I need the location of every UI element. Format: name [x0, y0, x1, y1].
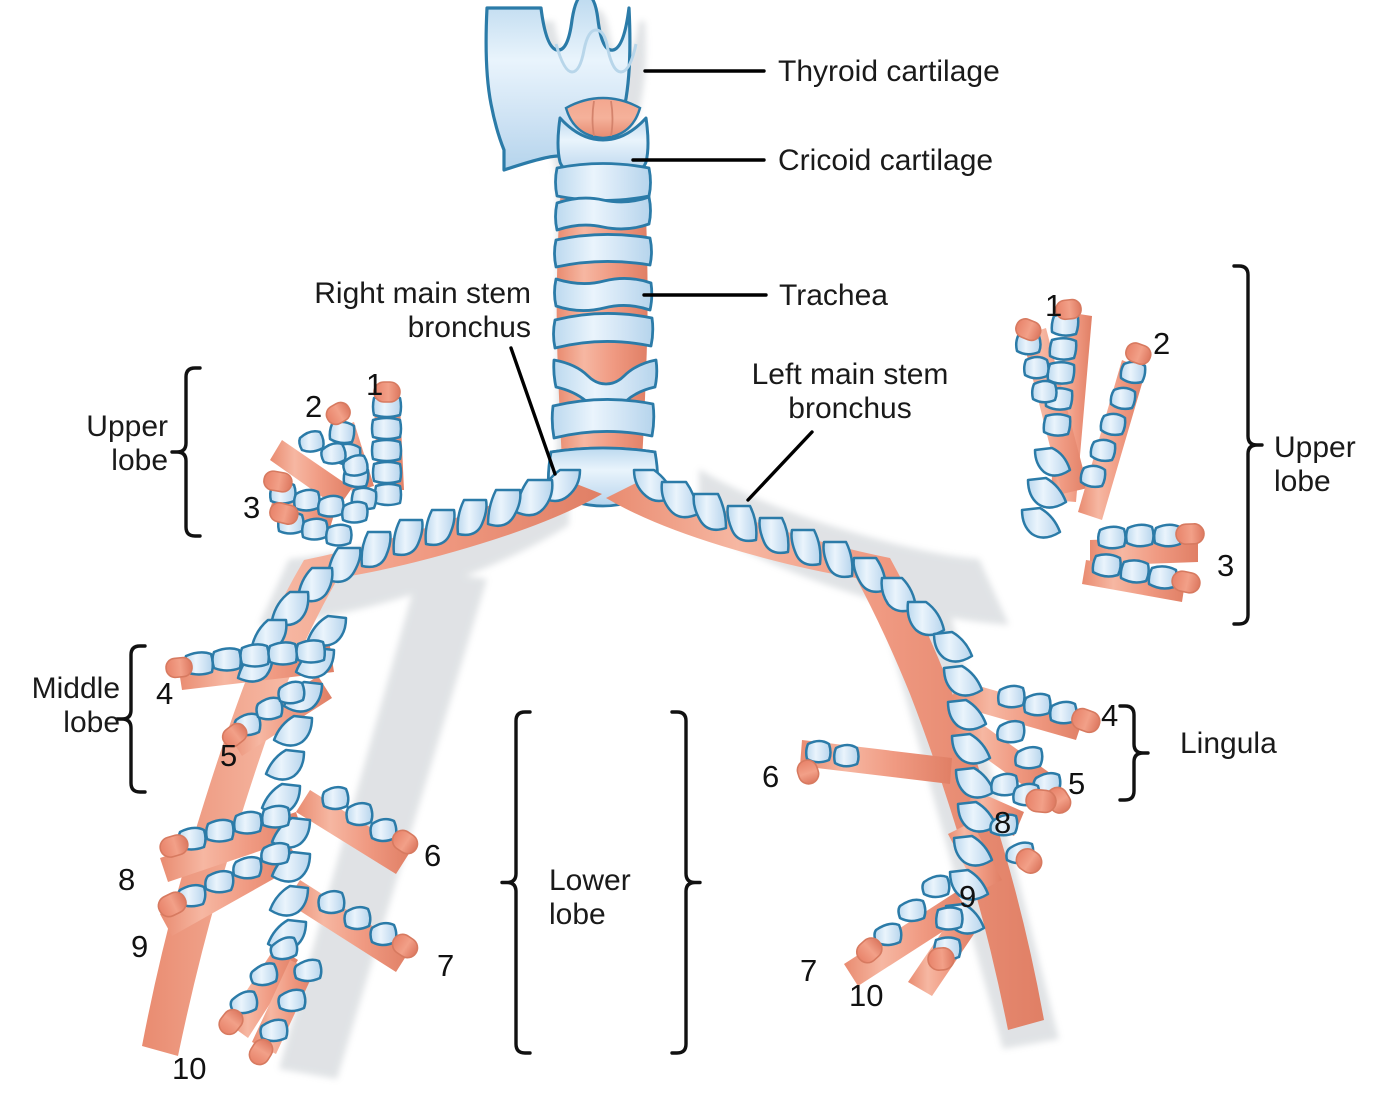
segment-number-right-lung-7: 7	[437, 948, 455, 983]
bracket-label-right-upper-lobe: Upper lobe	[86, 410, 168, 477]
right-bronchial-membrane	[142, 476, 602, 1056]
callout-leader-lines	[509, 69, 814, 502]
segment-number-left-lung-3: 3	[1217, 548, 1235, 583]
bracket-label-right-middle-lobe: Middle lobe	[31, 672, 120, 739]
callout-label-right-main-stem-bronchus: Right main stem bronchus	[314, 277, 531, 344]
segment-number-right-lung-2: 2	[305, 389, 323, 424]
callout-label-trachea: Trachea	[779, 279, 888, 312]
segment-number-right-lung-10: 10	[172, 1051, 207, 1086]
laryngeal-membrane	[564, 96, 642, 140]
cricoid-cartilage-shape	[556, 116, 650, 178]
bracket-right-upper-lobe	[170, 366, 202, 538]
segment-number-right-lung-5: 5	[220, 738, 238, 773]
bracket-right-middle-lobe	[115, 644, 147, 794]
segment-number-left-lung-1: 1	[1045, 288, 1063, 323]
segment-number-right-lung-9: 9	[131, 929, 149, 964]
segment-tips	[157, 298, 1205, 1066]
segment-number-left-lung-10: 10	[849, 978, 884, 1013]
segment-number-right-lung-3: 3	[243, 490, 261, 525]
segment-number-left-lung-6: 6	[762, 759, 780, 794]
leader-line-right-main-stem-bronchus	[509, 346, 557, 476]
lobe-brackets	[115, 264, 1264, 1055]
bracket-label-left-lower-lobe: Lower lobe	[549, 864, 631, 931]
bracket-left-lower-lobe	[670, 710, 702, 1055]
bracket-label-lingula: Lingula	[1180, 727, 1277, 760]
segment-number-left-lung-9: 9	[959, 879, 977, 914]
segment-number-right-lung-4: 4	[156, 676, 174, 711]
segment-number-left-lung-4: 4	[1101, 698, 1119, 733]
bronchial-cartilage-rings	[176, 313, 1183, 1043]
segment-number-left-lung-2: 2	[1153, 326, 1171, 361]
bracket-lingula	[1118, 704, 1150, 802]
segment-number-right-lung-1: 1	[366, 367, 384, 402]
callout-label-cricoid-cartilage: Cricoid cartilage	[778, 144, 994, 177]
leader-line-left-main-stem-bronchus	[746, 430, 814, 502]
bracket-right-lower-lobe	[500, 710, 532, 1055]
segment-number-right-lung-8: 8	[118, 862, 136, 897]
tracheal-rings	[548, 162, 659, 480]
segment-number-left-lung-5: 5	[1068, 766, 1086, 801]
bracket-left-upper-lobe	[1232, 264, 1264, 626]
segment-number-left-lung-7: 7	[800, 953, 818, 988]
segment-number-right-lung-6: 6	[424, 838, 442, 873]
callout-label-left-main-stem-bronchus: Left main stem bronchus	[751, 358, 949, 425]
bracket-label-left-upper-lobe: Upper lobe	[1274, 431, 1356, 498]
callout-label-thyroid-cartilage: Thyroid cartilage	[778, 55, 1000, 88]
segment-number-left-lung-8: 8	[994, 805, 1012, 840]
